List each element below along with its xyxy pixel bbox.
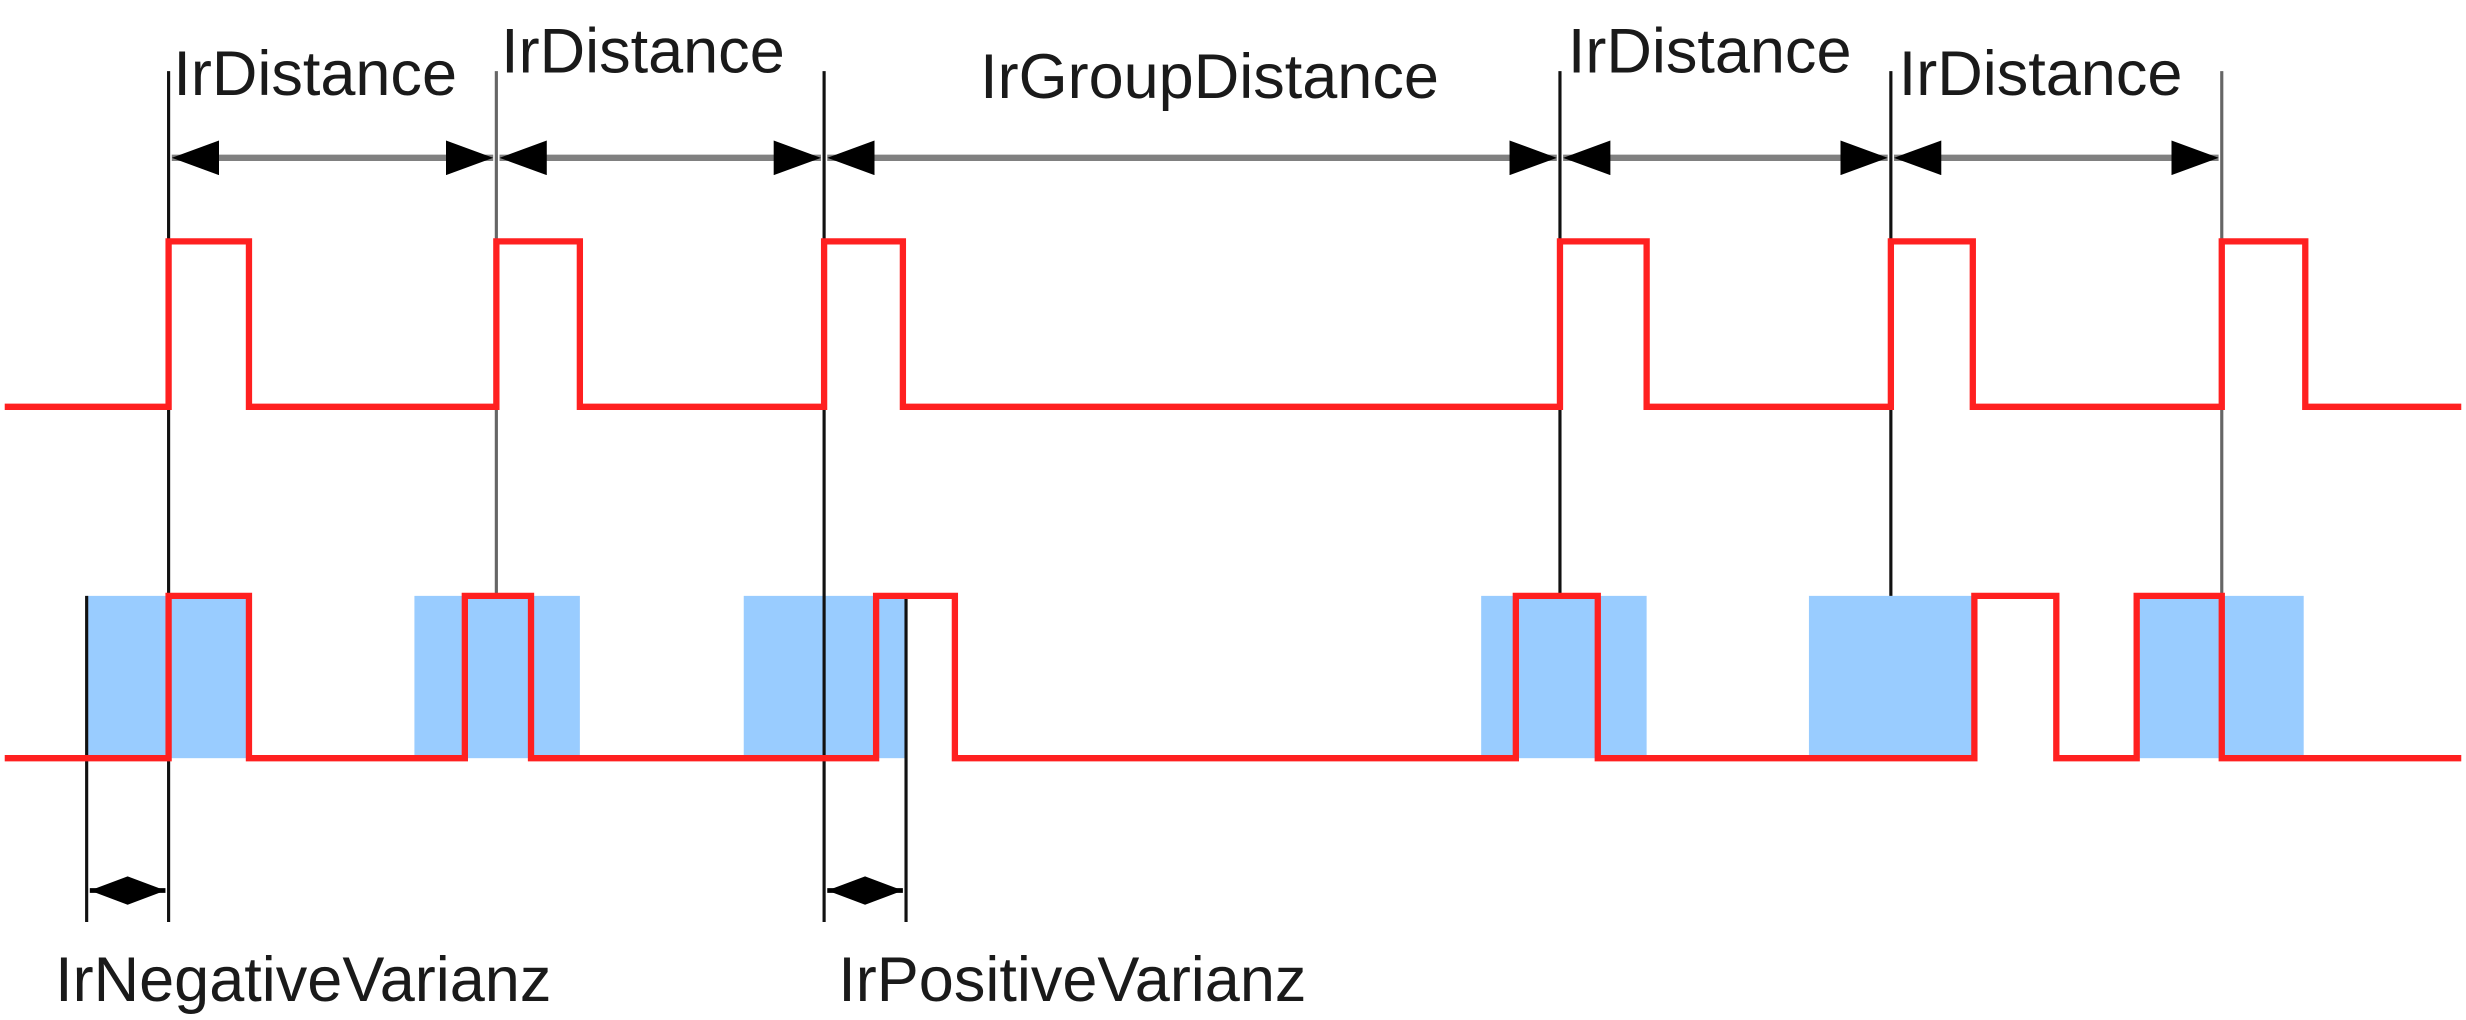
label-positive-variance: IrPositiveVarianz — [838, 945, 1306, 1015]
received-signal — [4, 592, 2462, 762]
label-distance-1: IrDistance — [173, 39, 457, 109]
tolerance-windows — [86, 595, 2304, 759]
reference-signal — [4, 238, 2462, 410]
window-4 — [1481, 595, 1647, 759]
variance-arrows — [89, 876, 903, 905]
label-negative-variance: IrNegativeVarianz — [55, 945, 551, 1015]
window-5 — [1808, 595, 1973, 759]
label-group-distance: IrGroupDistance — [980, 42, 1439, 112]
window-2 — [414, 595, 580, 759]
label-distance-2: IrDistance — [501, 17, 785, 87]
label-distance-4: IrDistance — [1899, 39, 2183, 109]
label-distance-3: IrDistance — [1568, 17, 1852, 87]
reference-lines — [85, 71, 2224, 923]
